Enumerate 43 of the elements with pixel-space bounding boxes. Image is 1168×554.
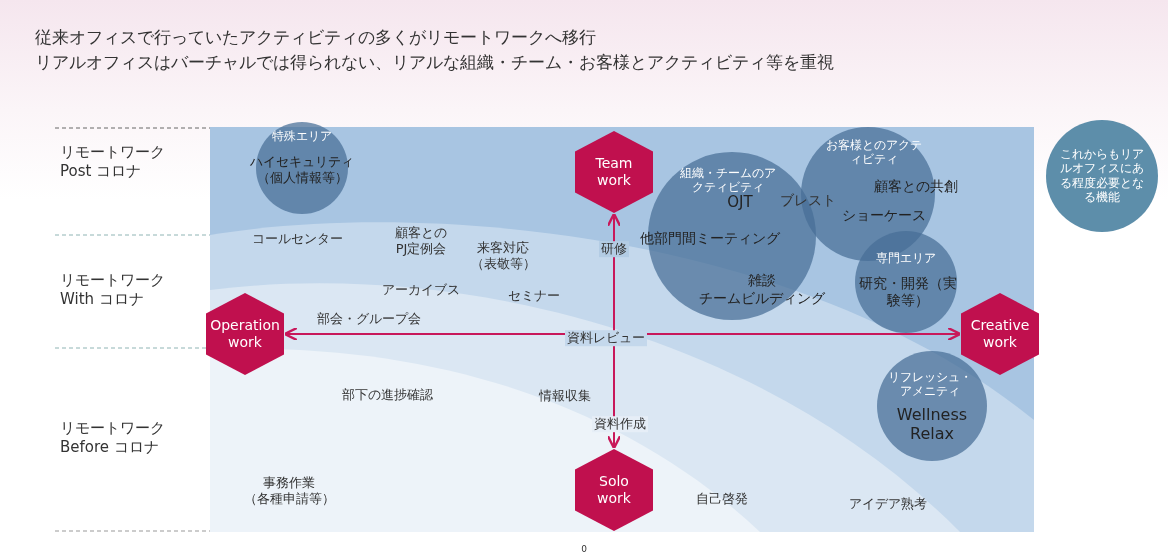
activity-label: コールセンター — [251, 231, 343, 247]
work-hexagon — [206, 293, 284, 375]
hexagon-label: Operation work — [209, 317, 281, 351]
circle-text: これからもリアルオフィスにある程度必要となる機能 — [1059, 147, 1145, 205]
activity-label: ブレスト — [780, 191, 836, 209]
row-label: リモートワーク Before コロナ — [60, 419, 166, 457]
circle-text: ショーケース — [841, 206, 927, 224]
page-number: 0 — [581, 543, 587, 554]
subtitle: リアルオフィスはバーチャルでは得られない、リアルな組織・チーム・お客様とアクティビティ等を重視 — [35, 52, 834, 74]
circle-text: OJT — [726, 193, 754, 211]
activity-label: 自己啓発 — [696, 491, 748, 507]
activity-label: アーカイブス — [382, 282, 460, 298]
circle-text: Wellness Relax — [895, 404, 969, 444]
circle-text: 組織・チームのアクティビティ — [680, 165, 776, 195]
circle-text: 雑談 — [747, 271, 777, 289]
activity-label: 来客対応（表敬等） — [469, 240, 537, 272]
activity-label: 研修 — [599, 241, 629, 257]
circle-text: 他部門間ミーティング — [639, 229, 781, 247]
circle-text: ハイセキュリティ（個人情報等） — [249, 154, 355, 186]
activity-label: 情報収集 — [539, 388, 591, 404]
row-label: リモートワーク Post コロナ — [60, 143, 166, 181]
activity-label: 資料作成 — [592, 416, 648, 432]
activity-label: 部下の進捗確認 — [341, 387, 433, 403]
activity-label: アイデア熟考 — [849, 496, 927, 512]
activity-label: 資料レビュー — [565, 330, 647, 346]
work-hexagon — [575, 131, 653, 213]
circle-text: リフレッシュ・アメニティ — [887, 369, 973, 399]
activity-label: 事務作業（各種申請等） — [242, 475, 336, 507]
circle-text: チームビルディング — [698, 289, 826, 307]
circle-text: 専門エリア — [875, 250, 937, 266]
row-label: リモートワーク With コロナ — [60, 271, 166, 309]
work-hexagon — [575, 449, 653, 531]
circle-text: 顧客との共創 — [873, 177, 959, 195]
circle-text: 研究・開発（実験等） — [858, 275, 958, 309]
hexagon-label: Creative work — [969, 317, 1031, 351]
hexagon-label: Solo work — [596, 473, 632, 507]
circle-text: 特殊エリア — [271, 128, 333, 144]
hexagon-label: Team work — [594, 155, 634, 189]
activity-label: 顧客とのPJ定例会 — [394, 225, 448, 257]
circle-text: お客様とのアクティビティ — [825, 137, 923, 167]
activity-label: セミナー — [508, 288, 560, 304]
title: 従来オフィスで行っていたアクティビティの多くがリモートワークへ移行 — [35, 26, 596, 49]
activity-label: 部会・グループ会 — [317, 311, 421, 327]
